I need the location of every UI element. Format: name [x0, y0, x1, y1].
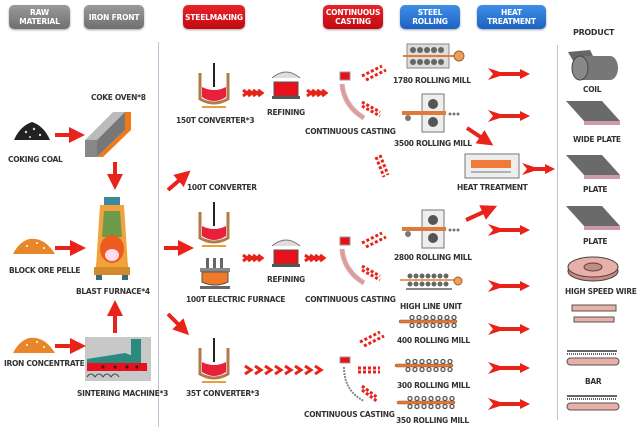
product-bar-label: BAR — [585, 377, 602, 386]
plate-icon-1 — [566, 155, 620, 179]
electric-furnace-label: 100T ELECTRIC FURNACE — [186, 295, 286, 304]
bar-icon-2 — [566, 395, 620, 411]
casting-label-1: CONTINUOUS CASTING — [305, 127, 396, 136]
converter-100t-icon — [198, 202, 230, 247]
plate-icon-2 — [566, 206, 620, 230]
chevron-conv-refine-1 — [242, 88, 265, 98]
rolling-mill-2800-label: 2800 ROLLING MILL — [394, 253, 472, 262]
caster-icon-3 — [339, 356, 365, 402]
rolling-mill-1780-label: 1780 ROLLING MILL — [393, 76, 471, 85]
casting-label-3: CONTINUOUS CASTING — [304, 410, 395, 419]
wide-plate-icon — [566, 101, 620, 125]
bar-icon-1 — [566, 350, 620, 366]
divider-iron-steel — [158, 42, 159, 427]
arrow-to-35t — [166, 312, 190, 336]
product-wide-plate-label: WIDE PLATE — [573, 135, 621, 144]
chevron-cast2-highline — [361, 264, 381, 282]
product-high-speed-wire-label: HIGH SPEED WIRE — [565, 287, 637, 296]
caster-icon-2 — [339, 236, 366, 286]
chevron-cast2-2800 — [361, 231, 387, 249]
rolling-mill-3500-icon — [402, 93, 460, 133]
arrow-350-product — [488, 398, 530, 410]
iron-concentrate-label: IRON CONCENTRATE — [4, 359, 85, 368]
rolling-mill-3500-label: 3500 ROLLING MILL — [394, 139, 472, 148]
blast-furnace-icon — [94, 197, 130, 280]
product-plate-label-1: PLATE — [583, 185, 608, 194]
chevron-refine-cast-1 — [306, 88, 329, 98]
header-steel-rolling: STEEL ROLLING — [400, 5, 460, 29]
block-ore-icon — [13, 238, 55, 254]
coke-oven-label: COKE OVEN*8 — [91, 93, 146, 102]
refining-label-1: REFINING — [267, 108, 305, 117]
coking-coal-icon — [14, 122, 50, 140]
chevron-refine-cast-2 — [304, 253, 327, 263]
arrow-to-100t-converter — [166, 170, 191, 192]
converter-35t-label: 35T CONVERTER*3 — [186, 389, 260, 398]
product-coil-label: COIL — [583, 85, 602, 94]
chevron-cast1-3500 — [361, 100, 381, 118]
arrow-300-product — [488, 362, 530, 374]
arrow-3500-product — [488, 110, 530, 122]
header-continuous-casting: CONTINUOUS CASTING — [323, 5, 383, 29]
sintering-machine-icon — [85, 337, 151, 381]
header-iron-front: IRON FRONT — [84, 5, 144, 29]
refining-icon-2 — [271, 239, 301, 267]
chevron-cast3-400 — [359, 330, 385, 348]
converter-35t-icon — [198, 338, 230, 383]
iron-concentrate-icon — [13, 337, 55, 353]
section-steel-icon — [571, 304, 617, 323]
converter-100t-label: 100T CONVERTER — [187, 183, 257, 192]
electric-furnace-icon — [200, 258, 230, 289]
blast-furnace-label: BLAST FURNACE*4 — [76, 287, 150, 296]
high-line-unit-icon — [400, 273, 463, 290]
heat-treatment-label: HEAT TREATMENT — [457, 183, 528, 192]
converter-150t-label: 150T CONVERTER*3 — [176, 116, 255, 125]
casting-label-2: CONTINUOUS CASTING — [305, 295, 396, 304]
chevron-cast1-1780 — [361, 64, 387, 82]
arrow-2800-product — [488, 224, 530, 236]
rolling-mill-400-label: 400 ROLLING MILL — [397, 336, 470, 345]
header-product: PRODUCT — [573, 28, 615, 37]
high-line-unit-label: HIGH LINE UNIT — [400, 302, 462, 311]
arrow-heat-product — [522, 163, 555, 175]
header-raw-material: RAW MATERIAL — [9, 5, 70, 29]
sintering-machine-label: SINTERING MACHINE*3 — [77, 389, 168, 398]
converter-150t-icon — [198, 63, 230, 108]
coke-oven-icon — [85, 112, 131, 157]
coking-coal-label: COKING COAL — [8, 155, 63, 164]
block-ore-label: BLOCK ORE PELLE — [9, 266, 81, 275]
rolling-mill-2800-icon — [402, 209, 460, 249]
arrow-400-product — [488, 323, 530, 335]
arrow-highline-product — [488, 280, 530, 292]
coil-icon — [568, 50, 618, 81]
chevron-35t-cast — [244, 364, 324, 376]
chevron-cast1-heat — [374, 154, 390, 178]
arrow-2800-up — [465, 205, 498, 222]
rolling-mill-300-label: 300 ROLLING MILL — [397, 381, 470, 390]
chevron-conv-refine-2 — [242, 253, 265, 263]
product-plate-label-2: PLATE — [583, 237, 608, 246]
heat-treatment-icon — [464, 153, 520, 179]
rolling-mill-400-icon — [398, 314, 458, 329]
chevron-cast3-350 — [361, 384, 379, 404]
chevron-cast3-300 — [358, 366, 380, 374]
rolling-mill-300-icon — [394, 358, 454, 373]
arrow-1780-product — [488, 68, 530, 80]
rolling-mill-350-label: 350 ROLLING MILL — [396, 416, 469, 425]
rolling-mill-350-icon — [396, 395, 456, 410]
header-steelmaking: STEELMAKING — [183, 5, 245, 29]
divider-products — [557, 45, 558, 420]
rolling-mill-1780-icon — [403, 43, 465, 69]
refining-icon-1 — [271, 71, 301, 99]
wire-coil-icon — [567, 256, 619, 282]
arrow-3500-to-heat — [465, 126, 494, 146]
refining-label-2: REFINING — [267, 275, 305, 284]
caster-icon-1 — [339, 71, 366, 121]
header-heat-treatment: HEAT TREATMENT — [477, 5, 546, 29]
